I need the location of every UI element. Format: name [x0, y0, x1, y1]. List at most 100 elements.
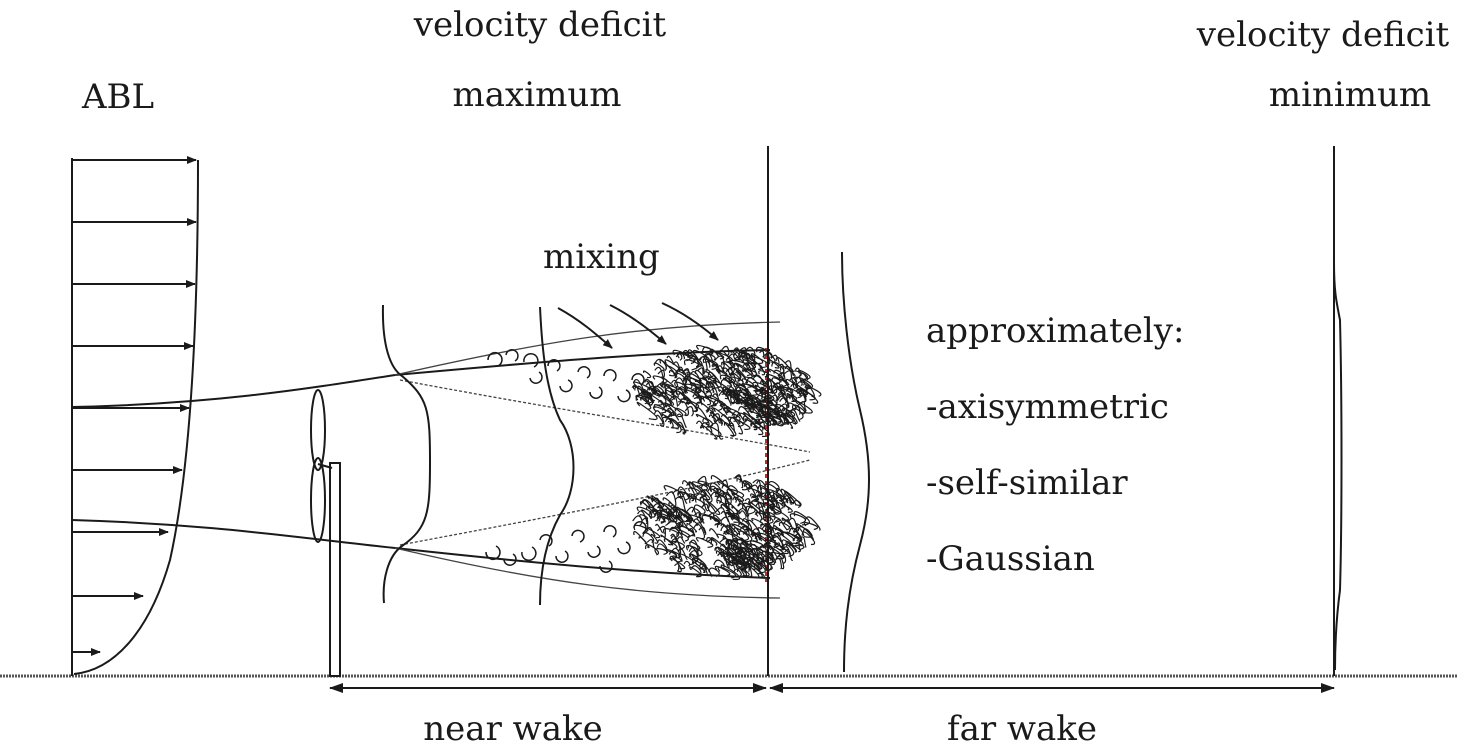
turbulence-stroke: [768, 368, 785, 381]
turbulence-stroke: [652, 375, 668, 384]
turbulence-stroke: [737, 398, 752, 408]
turbulence-stroke: [691, 561, 706, 574]
turbulence-stroke: [750, 422, 764, 436]
turbulence-stroke: [802, 528, 812, 536]
turbulence-stroke: [777, 363, 785, 377]
turbulence-stroke: [653, 410, 665, 427]
turbulence-stroke: [720, 511, 730, 523]
turbulence-stroke: [724, 493, 733, 501]
turbulence-stroke: [715, 550, 731, 566]
turbulence-stroke: [677, 548, 688, 561]
turbulence-stroke: [645, 544, 660, 556]
turbulence-stroke: [743, 388, 749, 395]
turbulence-stroke: [725, 367, 734, 376]
turbulence-stroke: [750, 353, 764, 364]
turbulence-stroke: [759, 559, 772, 571]
turbulence-stroke: [686, 482, 698, 494]
turbulence-stroke: [640, 396, 648, 405]
turbulence-stroke: [794, 367, 802, 377]
turbulence-stroke: [709, 488, 720, 497]
turbulence-stroke: [674, 381, 689, 391]
turbulence-stroke: [721, 345, 730, 356]
turbulence-stroke: [743, 383, 758, 392]
turbulence-stroke: [683, 560, 691, 567]
turbulence-stroke: [691, 508, 702, 518]
turbulence-stroke: [785, 378, 798, 389]
turbulence-stroke: [789, 513, 807, 524]
turbulence-stroke: [695, 363, 705, 375]
turbulence-stroke: [697, 480, 710, 487]
turbulence-stroke: [724, 500, 739, 515]
turbulence-stroke: [756, 479, 766, 489]
turbulence-stroke: [781, 502, 790, 511]
wake-shear-layer: [394, 321, 811, 599]
turbulence-stroke: [697, 475, 707, 487]
turbulence-stroke: [689, 566, 702, 578]
turbulence-clouds: [631, 344, 822, 581]
turbulence-stroke: [699, 377, 714, 388]
turbulence-stroke: [662, 497, 673, 507]
turbulence-stroke: [758, 370, 770, 378]
turbulence-stroke: [792, 545, 801, 553]
turbulence-stroke: [656, 543, 668, 555]
turbulence-stroke: [663, 538, 678, 549]
turbulence-stroke: [749, 565, 763, 578]
turbulence-stroke: [790, 407, 804, 420]
turbulence-stroke: [640, 499, 655, 510]
turbulence-stroke: [715, 417, 723, 427]
turbulence-stroke: [637, 385, 655, 404]
turbulence-stroke: [669, 555, 682, 573]
turbulence-stroke: [782, 407, 798, 425]
far-wake-label: far wake: [946, 709, 1098, 749]
turbulence-stroke: [741, 396, 760, 409]
property-gaussian: -Gaussian: [926, 539, 1095, 579]
turbulence-stroke: [804, 516, 821, 531]
turbulence-stroke: [769, 418, 779, 426]
turbulence-stroke: [695, 413, 709, 424]
turbulence-stroke: [631, 384, 641, 396]
turbulence-stroke: [749, 540, 764, 550]
turbulence-stroke: [747, 519, 760, 534]
turbulence-stroke: [699, 489, 713, 504]
turbulence-stroke: [633, 524, 648, 535]
turbulence-stroke: [738, 546, 748, 555]
turbulence-stroke: [706, 538, 713, 545]
turbulence-stroke: [693, 504, 706, 514]
turbulence-stroke: [736, 389, 749, 402]
turbulence-stroke: [694, 512, 704, 523]
turbulence-stroke: [759, 350, 766, 360]
turbulence-stroke: [632, 515, 643, 527]
turbulence-stroke: [642, 370, 652, 379]
turbulence-stroke: [797, 526, 814, 541]
turbulence-stroke: [793, 511, 811, 526]
turbulence-stroke: [716, 499, 731, 512]
turbulence-stroke: [678, 523, 696, 537]
turbulence-stroke: [651, 495, 671, 514]
turbulence-stroke: [673, 361, 682, 372]
turbulence-stroke: [710, 475, 725, 487]
turbulence-stroke: [637, 510, 648, 525]
turbulence-stroke: [697, 367, 704, 376]
turbulence-stroke: [676, 421, 686, 435]
turbulence-stroke: [670, 533, 677, 544]
turbulence-stroke: [798, 372, 809, 381]
turbulence-stroke: [784, 549, 791, 556]
turbulence-stroke: [734, 474, 742, 483]
turbulence-stroke: [770, 354, 780, 365]
turbulence-stroke: [700, 565, 713, 578]
turbulence-stroke: [692, 518, 706, 534]
turbulence-stroke: [652, 406, 672, 419]
turbulence-stroke: [769, 506, 790, 521]
turbulence-stroke: [659, 382, 678, 393]
turbulence-stroke: [717, 566, 737, 579]
turbulence-stroke: [658, 392, 672, 406]
turbulence-stroke: [733, 543, 746, 556]
turbulence-stroke: [709, 482, 722, 495]
turbulence-stroke: [690, 565, 702, 577]
turbulence-stroke: [757, 510, 767, 522]
turbulence-stroke: [711, 350, 725, 360]
turbulence-stroke: [758, 561, 770, 572]
turbulence-stroke: [654, 366, 665, 383]
turbulence-stroke: [677, 351, 686, 360]
